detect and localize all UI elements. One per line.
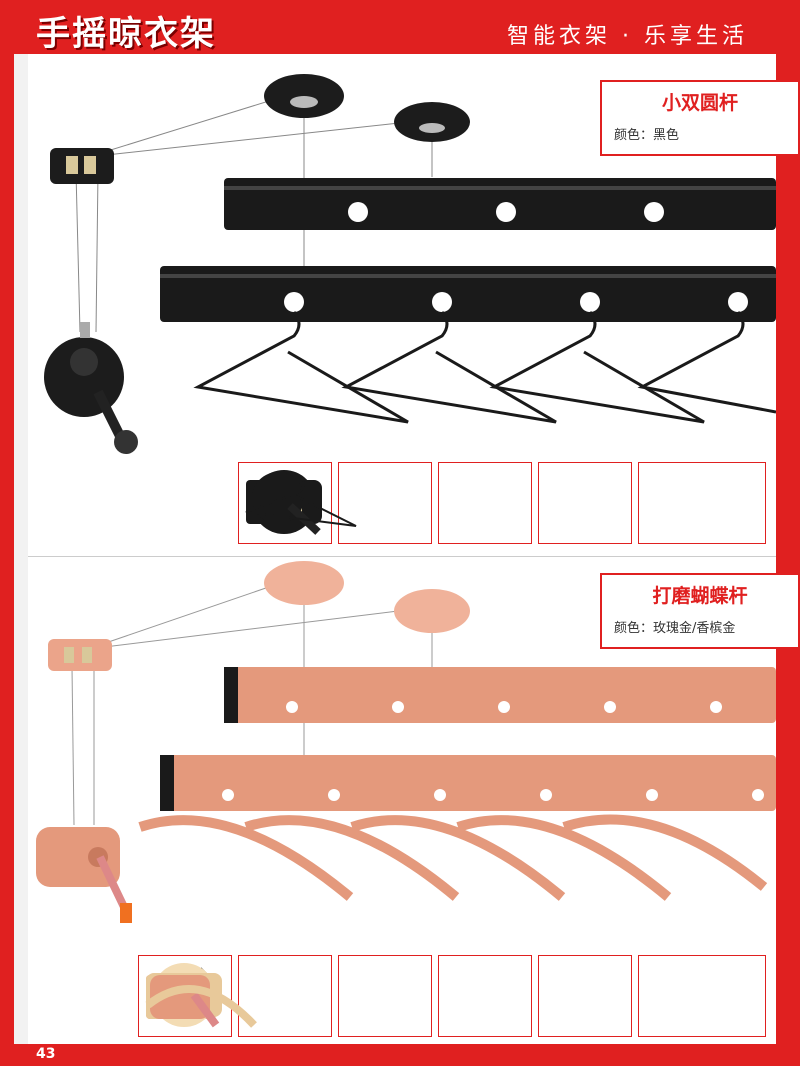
black-rod-illustration	[44, 74, 776, 454]
ceiling-disc-icon	[264, 74, 344, 118]
product-panel-black: 小双圆杆 颜色：黑色	[28, 62, 800, 552]
product-panel-rose: 打磨蝴蝶杆 颜色：玫瑰金/香槟金	[28, 556, 800, 1043]
thumbnail-hanger-image	[145, 955, 766, 1037]
page-number: 43	[36, 1046, 56, 1062]
product-name: 打磨蝴蝶杆	[652, 585, 748, 607]
page-subtitle: 智能衣架 · 乐享生活	[507, 24, 748, 49]
thumbnail-crank-image	[150, 955, 632, 1037]
footer-bar	[0, 1044, 800, 1066]
header-bar: 手摇晾衣架 智能衣架 · 乐享生活	[0, 0, 800, 54]
thumbnail-hanger-image	[245, 462, 766, 544]
page-title: 手摇晾衣架	[36, 14, 216, 54]
rose-rod-illustration	[36, 561, 776, 923]
thumbnail-pulley-image	[246, 462, 532, 544]
product-color: 颜色：黑色	[614, 128, 680, 143]
product-label-rose: 打磨蝴蝶杆 颜色：玫瑰金/香槟金	[600, 573, 800, 649]
product-color: 颜色：玫瑰金/香槟金	[614, 621, 736, 636]
left-accent-bar	[0, 54, 14, 1054]
thumbnail-disc-image	[152, 955, 432, 1037]
thumbnail-row-rose	[138, 955, 766, 1037]
thumbnail-row-black	[238, 462, 766, 544]
thumbnail-pulley-image	[146, 955, 532, 1037]
left-gray-bar	[14, 54, 28, 1054]
product-name: 小双圆杆	[661, 92, 738, 114]
right-accent-bar	[776, 54, 800, 1054]
thumbnail-crank-image	[252, 462, 632, 544]
product-label-black: 小双圆杆 颜色：黑色	[600, 80, 800, 156]
